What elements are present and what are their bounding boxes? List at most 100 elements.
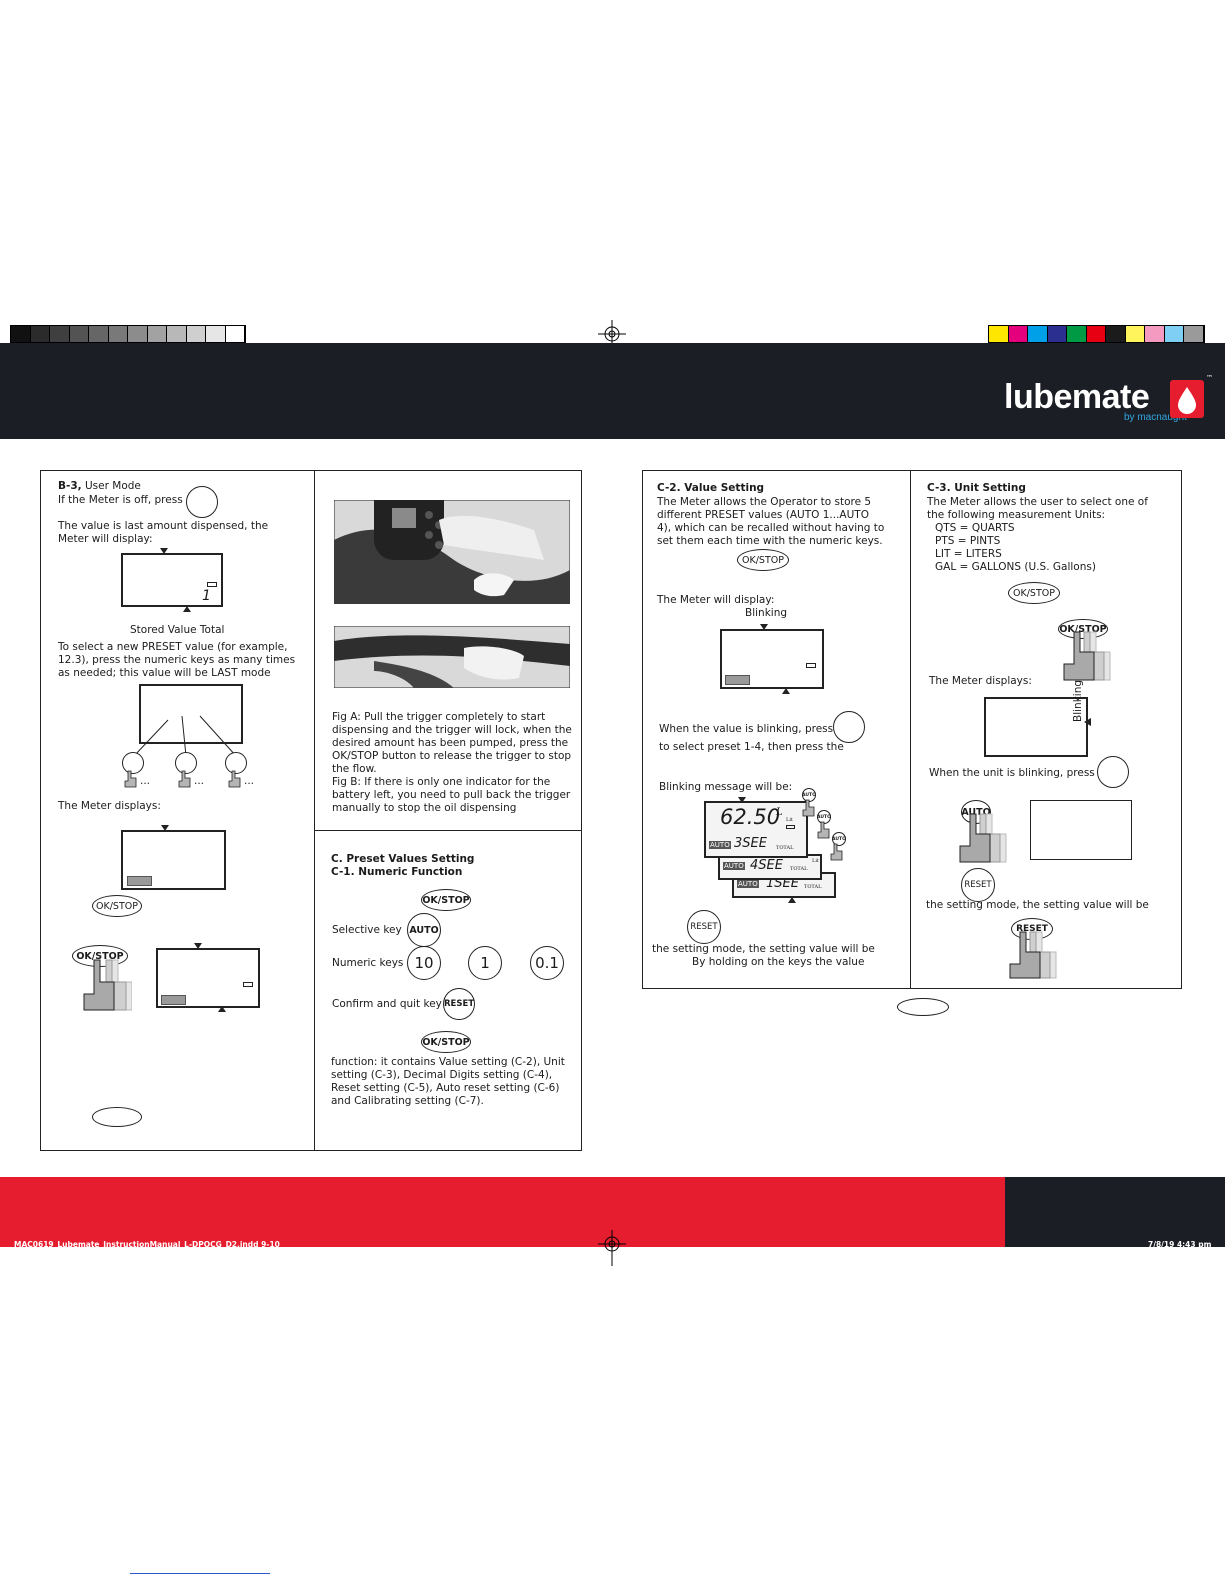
color-swatch — [108, 326, 128, 342]
lcd-set-4: 4SEE — [750, 858, 783, 873]
numeric-key-10[interactable] — [122, 752, 144, 774]
lcd-display-stored: 1 — [121, 553, 223, 607]
reset-key[interactable]: RESET — [687, 910, 721, 944]
hand-press-icon — [817, 821, 830, 839]
lcd1-digit: 1 — [202, 588, 211, 604]
func-line1: function: it contains Value setting (C-2… — [331, 1056, 565, 1068]
color-swatch — [167, 326, 187, 342]
c3-heading: C-3. Unit Setting — [927, 482, 1026, 494]
c3-displays: The Meter displays: — [929, 675, 1032, 687]
reset-key[interactable]: RESET — [443, 988, 475, 1020]
battery-icon — [207, 582, 217, 587]
lcd2-arrow-top — [161, 825, 169, 831]
numeric-key-01[interactable] — [225, 752, 247, 774]
lcd-display-preset — [121, 830, 226, 890]
figB-line2: battery left, you need to pull back the … — [332, 789, 571, 801]
func-line3: Reset setting (C-5), Auto reset setting … — [331, 1082, 560, 1094]
color-swatch — [1028, 326, 1048, 342]
okstop-button[interactable]: OK/STOP — [92, 895, 142, 917]
color-swatch — [11, 326, 31, 342]
lcd-total: TOTAL — [790, 866, 808, 872]
lcd-lit: Lit — [786, 817, 793, 823]
lcd-set-3: 3SEE — [734, 836, 767, 851]
dots-3: ... — [244, 775, 255, 787]
c3-unit-blink: When the unit is blinking, press — [929, 767, 1095, 779]
photo-fig-b — [334, 626, 570, 688]
hand-press-icon — [228, 770, 241, 788]
lcd-display-unit — [984, 697, 1088, 757]
c2-heading: C-2. Value Setting — [657, 482, 765, 494]
color-swatch — [186, 326, 206, 342]
color-swatch — [1067, 326, 1087, 342]
lcd3-arrow-top — [194, 943, 202, 949]
c2-line2: different PRESET values (AUTO 1...AUTO — [657, 509, 869, 521]
auto-key-small[interactable]: AUTO — [802, 788, 816, 802]
okstop-button[interactable]: OK/STOP — [421, 889, 471, 911]
unit-pointer-arrow — [1084, 718, 1091, 726]
auto-tag: AUTO — [737, 880, 759, 888]
c1-heading: C-1. Numeric Function — [331, 866, 463, 878]
registration-mark-bottom — [598, 1230, 626, 1266]
key-10[interactable]: 10 — [407, 946, 441, 980]
lcd-stack-1: 62.50 L Lit AUTO 3SEE TOTAL — [704, 801, 808, 858]
hand-press-icon — [124, 770, 137, 788]
reset-key[interactable]: RESET — [961, 868, 995, 902]
lcd3-arrow-bottom — [218, 1006, 226, 1012]
color-swatch — [147, 326, 167, 342]
c3-unit-lit: LIT = LITERS — [935, 548, 1002, 560]
c2-line3: 4), which can be recalled without having… — [657, 522, 885, 534]
bottom-blue-rule — [130, 1573, 270, 1574]
auto-key-round[interactable] — [1097, 756, 1129, 788]
power-button[interactable] — [186, 486, 218, 518]
okstop-button-2[interactable]: OK/STOP — [421, 1031, 471, 1053]
c3-line2: the following measurement Units: — [927, 509, 1106, 521]
key-1[interactable]: 1 — [468, 946, 502, 980]
auto-key[interactable]: AUTO — [407, 913, 441, 947]
key-0-1[interactable]: 0.1 — [530, 946, 564, 980]
color-swatch — [225, 326, 245, 342]
c3-unit-pts: PTS = PINTS — [935, 535, 1001, 547]
lcd-total: TOTAL — [776, 845, 794, 851]
footer-red-band — [0, 1177, 1005, 1247]
b3-para1: To select a new PRESET value (for exampl… — [58, 641, 288, 653]
lcd-value: 62.50 — [720, 805, 781, 829]
right-page-frame — [642, 470, 1182, 989]
auto-key-round[interactable] — [833, 711, 865, 743]
auto-tag: AUTO — [723, 862, 745, 870]
auto-key-small[interactable]: AUTO — [832, 832, 846, 846]
c2-blink-press: When the value is blinking, press — [659, 723, 834, 735]
left-page-frame — [40, 470, 582, 1151]
brand-logo: lubemate by macnaught ™ — [1004, 374, 1214, 426]
c3-unit-gal: GAL = GALLONS (U.S. Gallons) — [935, 561, 1096, 573]
color-swatch — [206, 326, 226, 342]
c-heading: C. Preset Values Setting — [331, 853, 475, 865]
color-swatch — [1086, 326, 1106, 342]
b3-para2: 12.3), press the numeric keys as many ti… — [58, 654, 296, 666]
okstop-button[interactable]: OK/STOP — [1008, 582, 1060, 604]
color-swatch — [1125, 326, 1145, 342]
lcd-total: TOTAL — [804, 884, 822, 890]
numeric-key-1[interactable] — [175, 752, 197, 774]
c2-setting-mode: the setting mode, the setting value will… — [652, 943, 875, 955]
photo-fig-a — [334, 500, 570, 604]
b3-line3: The value is last amount dispensed, the — [58, 520, 269, 532]
color-swatch — [1184, 326, 1204, 342]
color-bar-left — [10, 325, 246, 343]
b3-para3: as needed; this value will be LAST mode — [58, 667, 271, 679]
c2-lcd-arrow-bottom — [782, 688, 790, 694]
c3-line1: The Meter allows the user to select one … — [927, 496, 1148, 508]
stack-arrow-bottom — [788, 897, 796, 903]
c3-setting-mode: the setting mode, the setting value will… — [926, 899, 1149, 911]
selective-key-label: Selective key — [332, 924, 402, 936]
confirm-key-label: Confirm and quit key — [332, 998, 442, 1010]
blank-oval-button[interactable] — [92, 1107, 142, 1127]
battery-icon — [806, 663, 816, 668]
c2-select-preset: to select preset 1-4, then press the — [659, 741, 844, 753]
logo-drop-icon — [1170, 380, 1204, 418]
figA-line3: desired amount has been pumped, press th… — [332, 737, 569, 749]
lcd-grey-segment — [161, 995, 186, 1005]
okstop-button[interactable]: OK/STOP — [737, 549, 789, 571]
color-swatch — [989, 326, 1009, 342]
blank-oval-button[interactable] — [897, 998, 949, 1016]
left-page-divider — [314, 470, 315, 1151]
